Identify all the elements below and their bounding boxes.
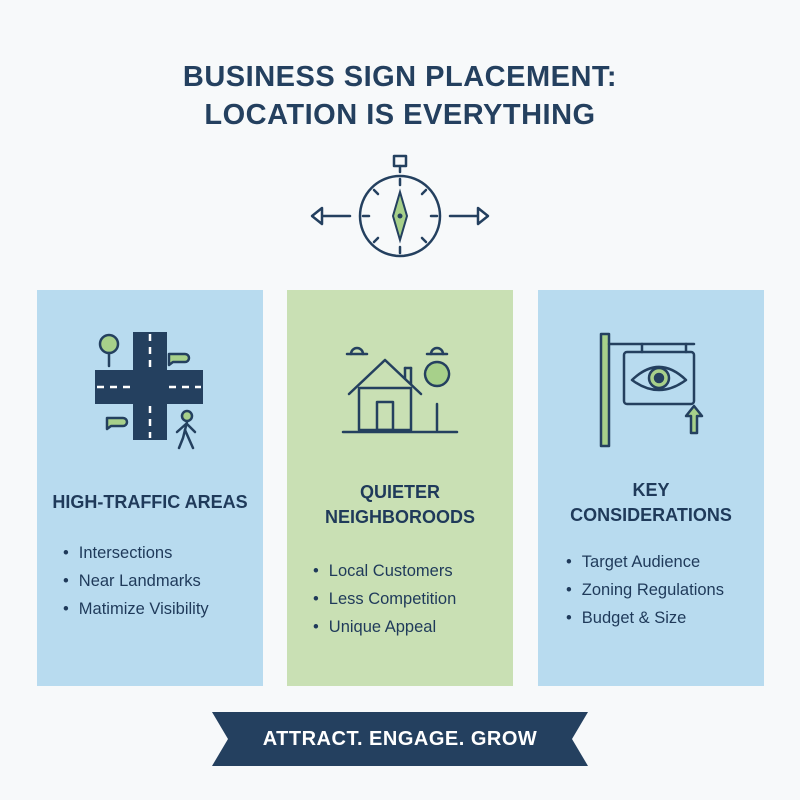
list-item: Local Customers [313, 557, 513, 585]
eye-sign-icon [599, 332, 704, 448]
panel-quiet-heading: QUIETER NEIGHBOROODS [287, 480, 513, 530]
house-icon [341, 346, 459, 434]
panel-key-considerations: KEY CONSIDERATIONS Target Audience Zonin… [538, 290, 764, 686]
title-line-1: BUSINESS SIGN PLACEMENT: [182, 61, 618, 93]
list-item: Less Competition [313, 585, 513, 613]
list-item: Unique Appeal [313, 613, 513, 641]
compass-icon [310, 154, 490, 258]
panel-key-heading-line-1: KEY [632, 480, 670, 500]
panel-key-heading-line-2: CONSIDERATIONS [570, 505, 732, 525]
panel-key-list: Target Audience Zoning Regulations Budge… [538, 548, 764, 632]
panel-quiet-heading-line-2: NEIGHBOROODS [324, 507, 475, 527]
list-item: Target Audience [566, 548, 764, 576]
intersection-icon [95, 332, 203, 450]
list-item: Intersections [63, 539, 263, 567]
list-item: Zoning Regulations [566, 576, 764, 604]
panel-quiet-heading-line-1: QUIETER [359, 482, 440, 502]
page-title: BUSINESS SIGN PLACEMENT: LOCATION IS EVE… [0, 58, 800, 134]
left-arrow-icon [310, 206, 352, 226]
list-item: Near Landmarks [63, 567, 263, 595]
banner-text: ATTRACT. ENGAGE. GROW [262, 728, 538, 750]
panel-quiet-list: Local Customers Less Competition Unique … [287, 557, 513, 641]
panel-quieter-neighborhoods: QUIETER NEIGHBOROODS Local Customers Les… [287, 290, 513, 686]
panel-high-traffic: HIGH-TRAFFIC AREAS Intersections Near La… [37, 290, 263, 686]
title-line-2: LOCATION IS EVERYTHING [204, 99, 596, 131]
banner-ribbon [212, 712, 588, 766]
right-arrow-icon [448, 206, 490, 226]
panel-high-list: Intersections Near Landmarks Matimize Vi… [37, 539, 263, 623]
list-item: Budget & Size [566, 604, 764, 632]
panel-key-heading: KEY CONSIDERATIONS [538, 478, 764, 528]
panel-high-heading: HIGH-TRAFFIC AREAS [52, 492, 248, 512]
list-item: Matimize Visibility [63, 595, 263, 623]
